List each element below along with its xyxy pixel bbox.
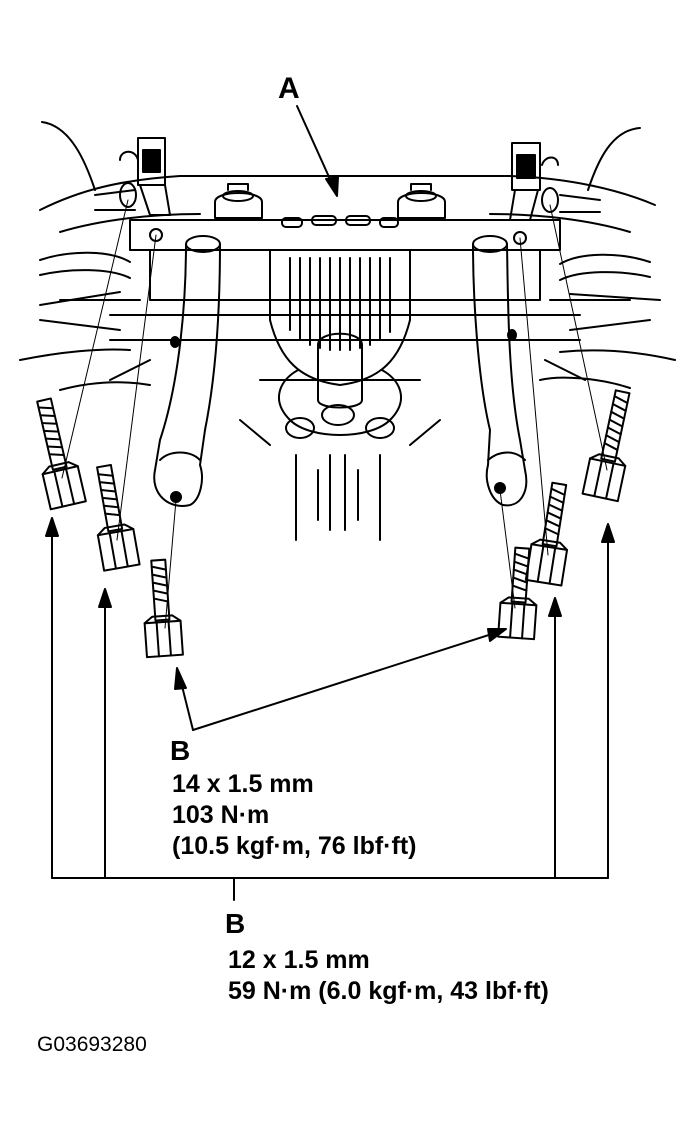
spec-lower-size: 12 x 1.5 mm [228, 946, 370, 974]
bolt-outer-left [36, 397, 87, 511]
spec-upper-torque: 103 N·m [172, 801, 270, 829]
upper-mount-right [397, 183, 446, 219]
upper-bracket-left [94, 137, 171, 242]
callout-b-lower-label: B [225, 908, 246, 939]
figure-code: G03693280 [37, 1033, 147, 1056]
bolt-inner-left [96, 463, 141, 572]
body-outline [19, 121, 676, 361]
subframe-arm-right [472, 235, 528, 507]
differential [239, 249, 441, 446]
suspension-detail [39, 251, 651, 391]
bolt-outer-right [581, 389, 631, 503]
upper-bracket-right [509, 142, 601, 245]
bolt-b-left [143, 558, 184, 659]
spec-upper-size: 14 x 1.5 mm [172, 770, 314, 798]
arrows-callout-b-lower [45, 517, 615, 901]
bolt-guide-lines [61, 199, 608, 629]
spec-upper: 14 x 1.5 mm 103 N·m (10.5 kgf·m, 76 lbf·… [172, 769, 416, 862]
subframe-crossmember [39, 219, 651, 341]
upper-mount-left [214, 183, 263, 219]
arrows-callout-b-upper [174, 628, 507, 731]
spec-upper-torque-alt: (10.5 kgf·m, 76 lbf·ft) [172, 832, 417, 860]
arrow-callout-a [296, 105, 339, 197]
spec-lower-torque: 59 N·m (6.0 kgf·m, 43 lbf·ft) [228, 977, 549, 1005]
callout-b-upper-label: B [170, 735, 191, 766]
callout-a-label: A [278, 72, 300, 105]
propeller-shaft [295, 454, 381, 541]
spec-lower: 12 x 1.5 mm 59 N·m (6.0 kgf·m, 43 lbf·ft… [228, 945, 549, 1007]
bolt-b-right [497, 546, 538, 641]
bolt-inner-right [524, 481, 569, 587]
crossmember-slots [281, 215, 399, 228]
subframe-arm-left [153, 235, 221, 507]
